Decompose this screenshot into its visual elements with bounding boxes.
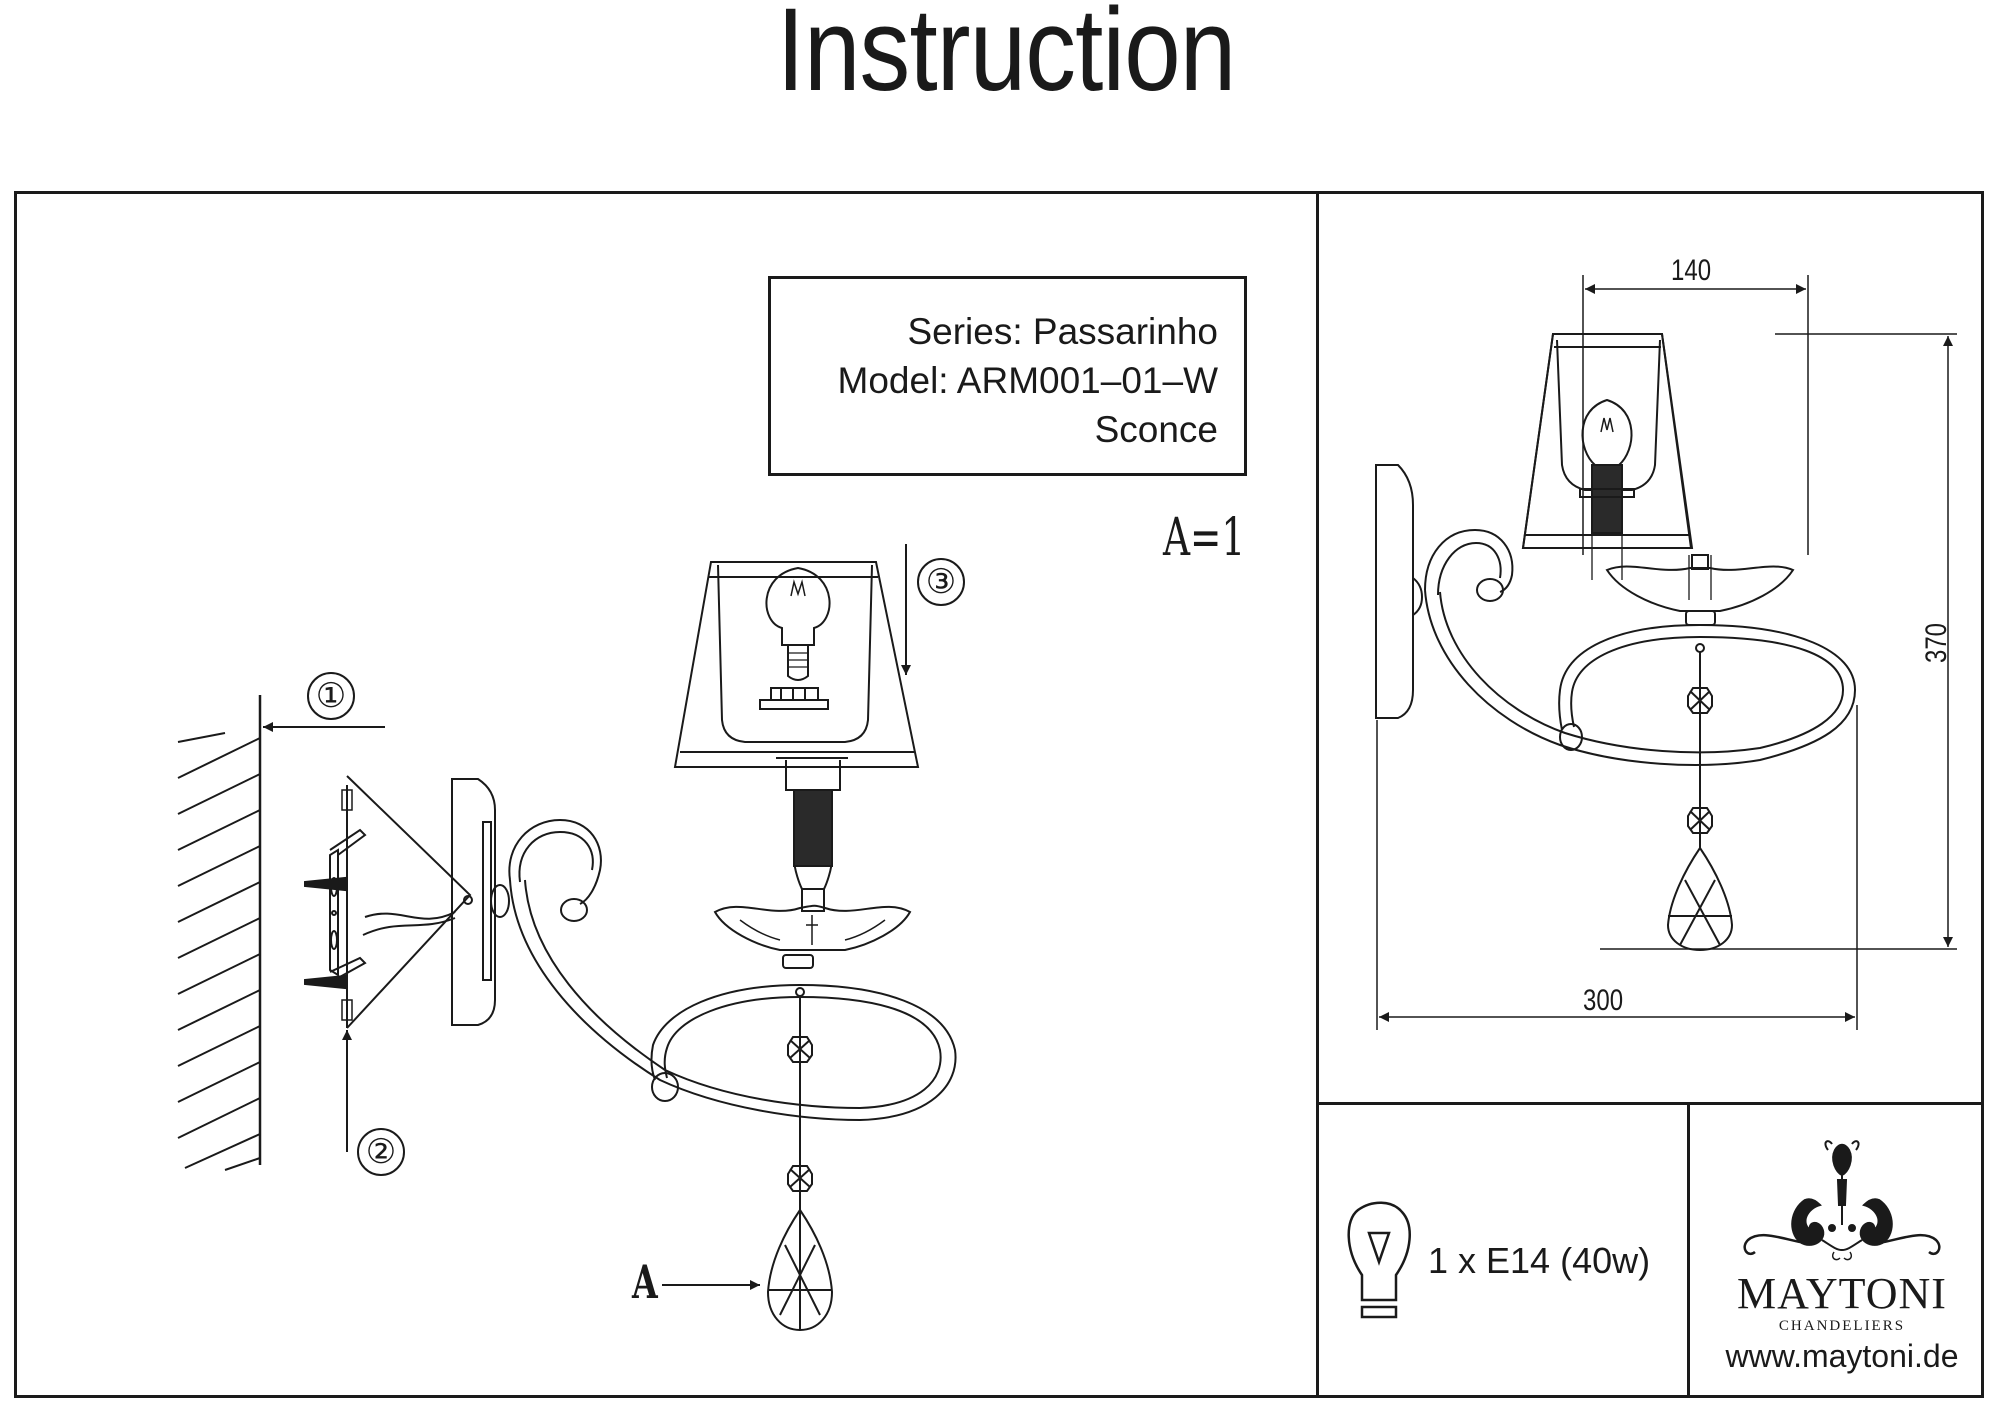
brand-tagline: CHANDELIERS bbox=[1778, 1318, 1906, 1334]
chandelier-ornament-icon bbox=[1743, 1140, 1941, 1261]
lamp-shade bbox=[673, 561, 920, 768]
light-bulb bbox=[765, 566, 831, 646]
part-a-label: A bbox=[632, 1255, 658, 1309]
dimension-shade-width: 140 bbox=[1671, 254, 1712, 287]
model-label: Model: ARM001–01–W bbox=[837, 360, 1218, 401]
crystal-pendant bbox=[766, 987, 834, 1332]
series-label: Series: Passarinho bbox=[907, 311, 1218, 352]
dimension-depth: 300 bbox=[1583, 984, 1624, 1017]
product-info-box: Series: Passarinho Model: ARM001–01–W Sc… bbox=[768, 276, 1247, 476]
light-bulb-icon bbox=[1347, 1201, 1411, 1319]
decorative-cup bbox=[713, 888, 912, 951]
brand-name: MAYTONI bbox=[1737, 1269, 1947, 1318]
mounting-bracket bbox=[304, 775, 473, 1029]
sconce-arm bbox=[508, 818, 957, 1122]
step-1-marker: ① bbox=[307, 672, 355, 720]
panel-divider-vertical bbox=[1316, 191, 1319, 1398]
product-type-label: Sconce bbox=[1094, 409, 1218, 450]
bulb-spec: 1 x E14 (40w) bbox=[1428, 1240, 1651, 1281]
page-title: Instruction bbox=[776, 0, 1237, 116]
backplate bbox=[451, 778, 510, 1026]
step-2-marker: ② bbox=[357, 1128, 405, 1176]
footer-divider-vertical bbox=[1687, 1102, 1690, 1398]
drawing-frame bbox=[14, 191, 1984, 1398]
wall-hatching bbox=[177, 695, 262, 1171]
dimension-drawing bbox=[1375, 275, 1957, 1030]
candle-tube bbox=[776, 757, 848, 890]
parts-count-legend: A=1 bbox=[1163, 508, 1246, 568]
brand-url[interactable]: www.maytoni.de bbox=[1725, 1338, 1959, 1374]
step-3-marker: ③ bbox=[917, 558, 965, 606]
panel-divider-horizontal bbox=[1316, 1102, 1984, 1105]
